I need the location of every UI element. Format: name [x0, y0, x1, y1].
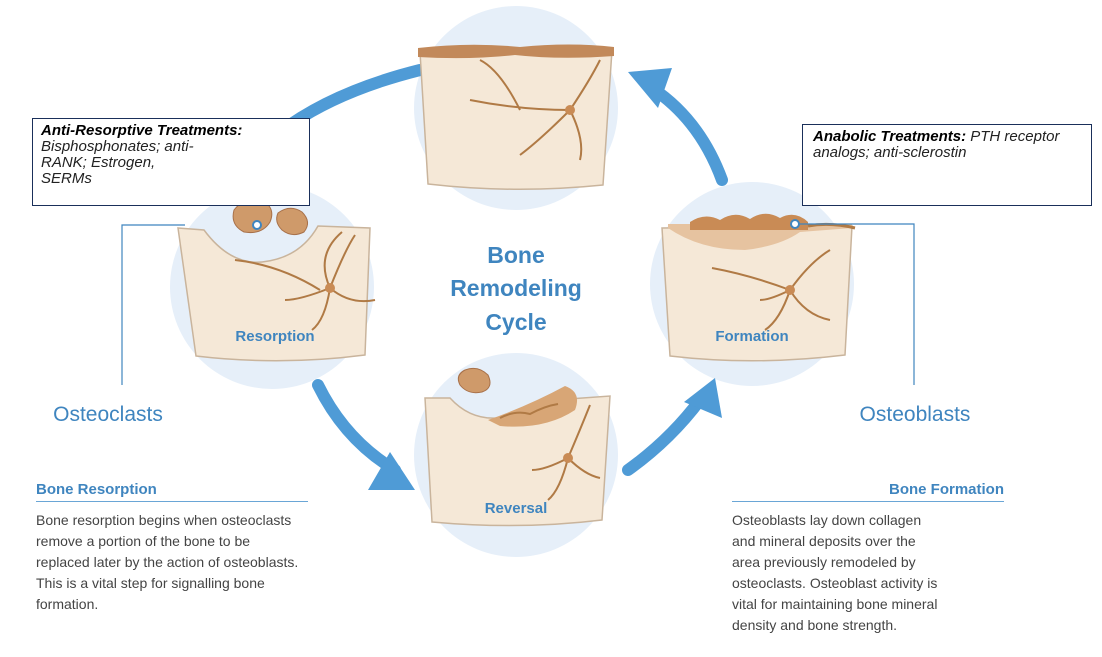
arrow-reversal-to-formation: [628, 400, 700, 470]
bone-formation-heading: Bone Formation: [732, 481, 1004, 502]
top-bone-block: [418, 45, 614, 190]
arrow-formation-to-top: [652, 88, 722, 180]
anti-resorptive-heading: Anti-Resorptive Treatments:: [41, 122, 242, 139]
center-title-line-3: Cycle: [485, 309, 546, 335]
reversal-label: Reversal: [485, 500, 548, 517]
bone-formation-text: Osteoblasts lay down collagen and minera…: [732, 510, 946, 636]
resorption-label: Resorption: [235, 328, 314, 345]
center-title-line-1: Bone: [487, 242, 545, 268]
anti-resorptive-box: Anti-Resorptive Treatments: Bisphosphona…: [32, 118, 310, 206]
osteoclasts-label: Osteoclasts: [53, 403, 163, 426]
center-title-line-2: Remodeling: [450, 275, 582, 301]
anabolic-heading: Anabolic Treatments:: [813, 128, 966, 145]
osteoblasts-label: Osteoblasts: [860, 403, 971, 426]
anabolic-box: Anabolic Treatments: PTH receptor analog…: [802, 124, 1092, 206]
formation-label: Formation: [715, 328, 788, 345]
arrow-resorption-to-reversal: [318, 385, 395, 470]
bone-resorption-heading: Bone Resorption: [36, 481, 308, 502]
anti-resorptive-text: Bisphosphonates; anti-RANK; Estrogen, SE…: [41, 139, 199, 187]
bone-resorption-text: Bone resorption begins when osteoclasts …: [36, 510, 306, 615]
